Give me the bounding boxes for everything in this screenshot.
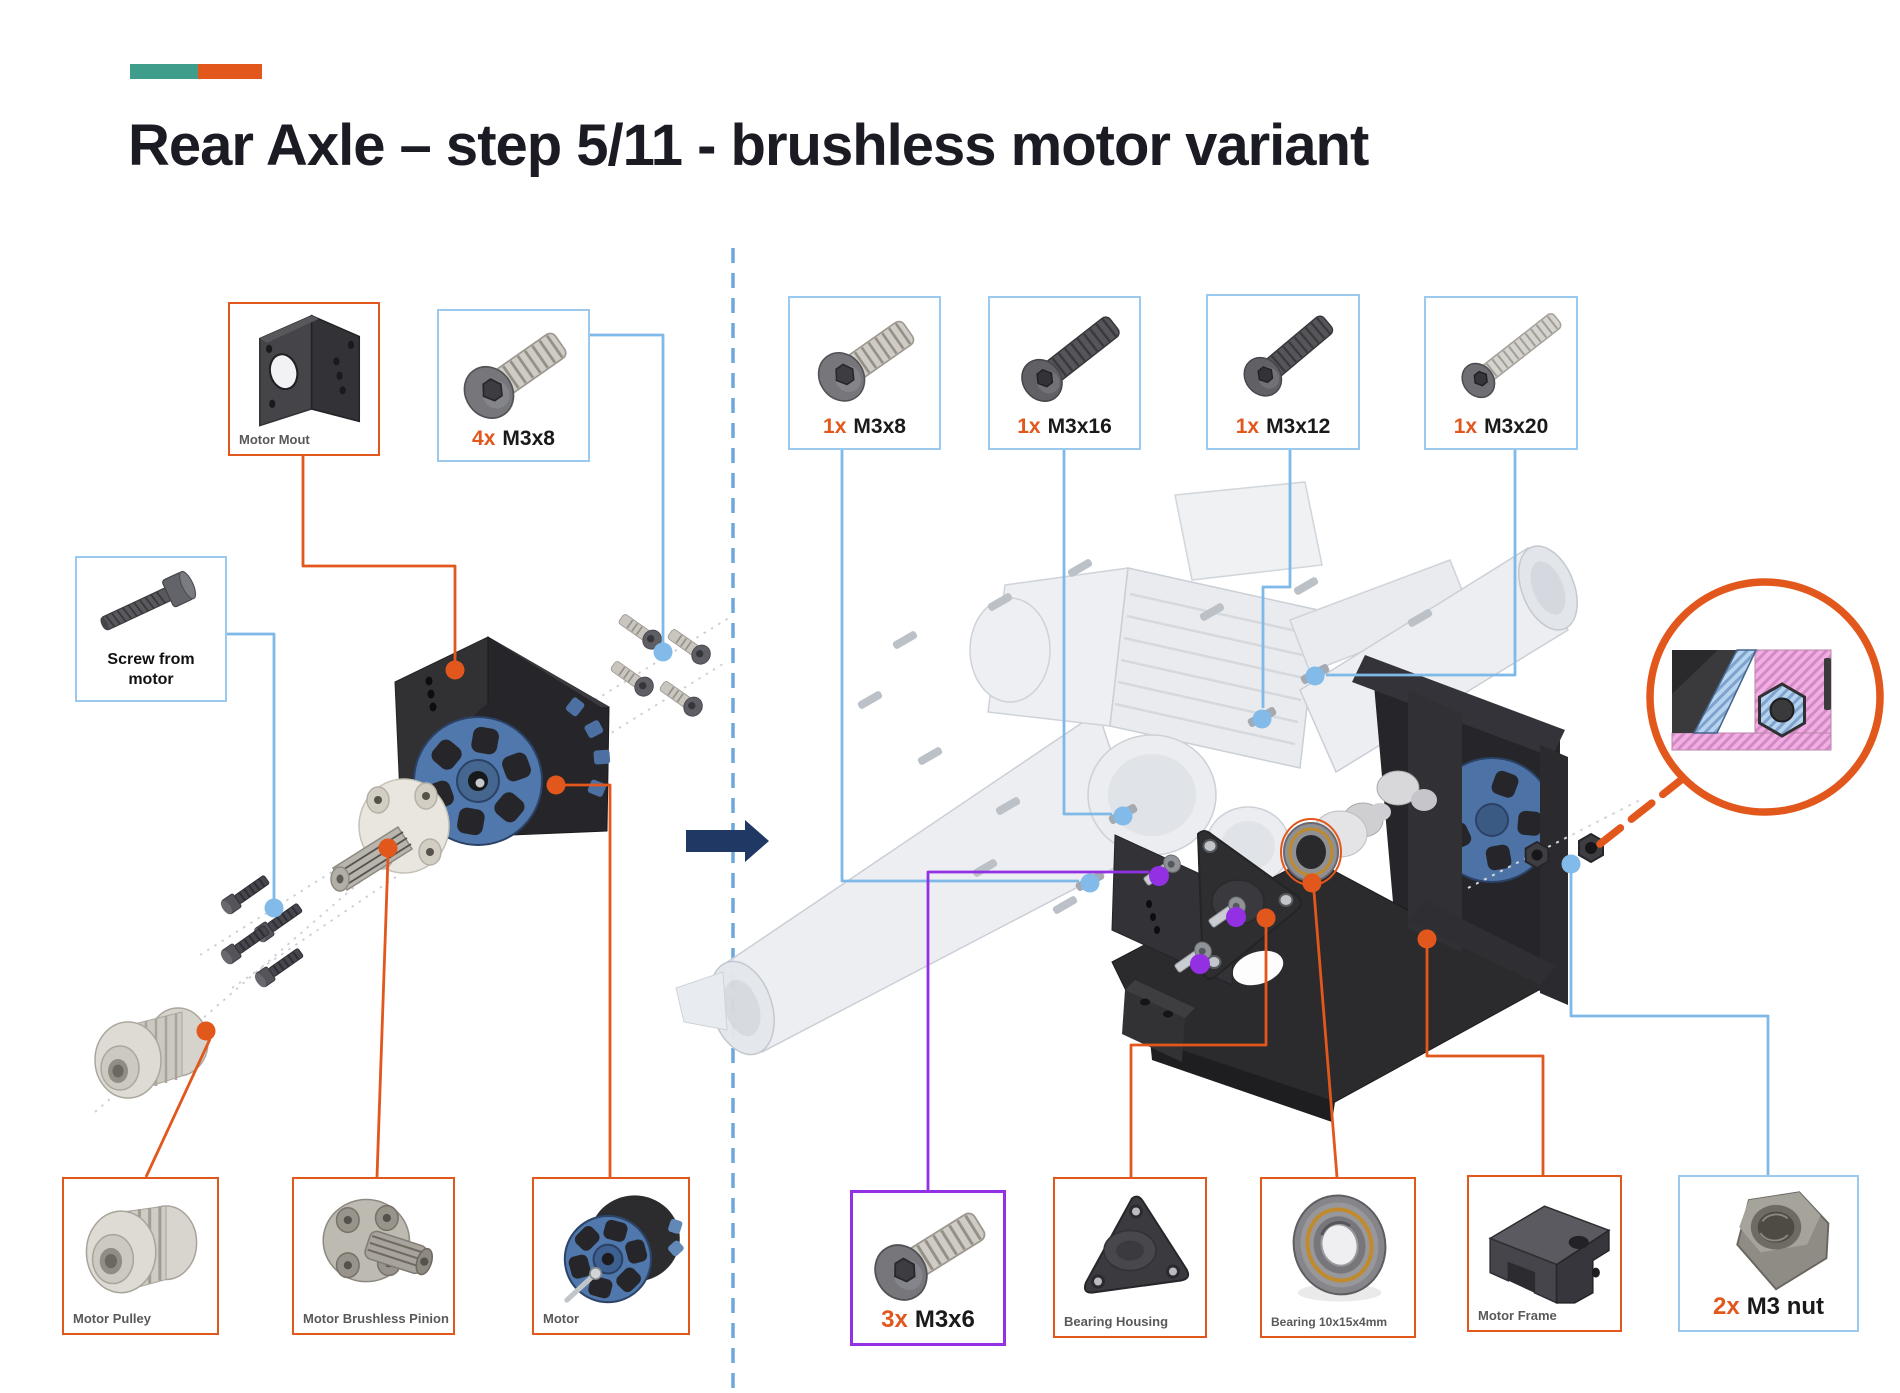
title-accent-bar <box>130 64 262 79</box>
part-size: M3x8 <box>853 415 906 438</box>
part-label: 1x M3x20 <box>1426 415 1576 439</box>
magnifier-pointer <box>1596 776 1685 848</box>
part-qty: 1x <box>1017 415 1041 438</box>
callout-connectors <box>144 333 1770 1190</box>
cross-section-view <box>1671 649 1832 751</box>
part-box-screw-from-motor: Screw from motor <box>75 556 227 702</box>
part-qty: 2x <box>1712 1293 1740 1320</box>
part-box-motor-frame: Motor Frame <box>1467 1175 1622 1332</box>
part-box-motor-pulley: Motor Pulley <box>62 1177 219 1335</box>
part-label: 1x M3x12 <box>1208 415 1358 439</box>
part-box-bearing-housing: Bearing Housing <box>1053 1177 1207 1338</box>
pulley-icon <box>84 1204 199 1295</box>
part-box-m3x16-1x: 1x M3x16 <box>988 296 1141 450</box>
part-label: Motor Pulley <box>73 1311 152 1326</box>
part-box-motor-brushless-pinion: Motor Brushless Pinion <box>292 1177 455 1335</box>
part-label: 1x M3x8 <box>790 415 939 439</box>
part-box-bearing: Bearing 10x15x4mm <box>1260 1177 1416 1338</box>
part-size: M3x6 <box>914 1306 975 1333</box>
magnifier-detail <box>1596 578 1884 848</box>
part-label: Screw from motor <box>107 651 195 688</box>
part-qty: 1x <box>1235 415 1260 438</box>
bearing-housing-icon <box>1083 1195 1190 1294</box>
pinion-icon <box>322 1198 437 1283</box>
exploded-motor-assembly <box>94 609 733 1113</box>
part-label: Motor <box>543 1311 580 1326</box>
part-size: M3x8 <box>502 427 555 450</box>
page-title: Rear Axle – step 5/11 - brushless motor … <box>128 113 1369 178</box>
part-box-motor: Motor <box>532 1177 690 1335</box>
part-label: Bearing Housing <box>1064 1314 1169 1329</box>
step-arrow-icon <box>686 820 769 862</box>
part-qty: 3x <box>881 1306 908 1333</box>
part-label: Motor Mout <box>239 432 310 447</box>
brushless-motor-icon <box>534 1179 688 1333</box>
part-label: 1x M3x16 <box>990 415 1139 439</box>
part-label: Motor Frame <box>1478 1308 1557 1323</box>
accent-teal-block <box>130 64 198 79</box>
part-qty: 1x <box>823 415 847 438</box>
part-label: Bearing 10x15x4mm <box>1271 1315 1388 1329</box>
accent-orange-block <box>198 64 262 79</box>
assembled-motor-mount <box>1111 655 1641 1122</box>
part-box-m3x20-1x: 1x M3x20 <box>1424 296 1578 450</box>
part-box-m3x8-4x: 4x M3x8 <box>437 309 590 462</box>
part-size: M3x12 <box>1266 415 1331 438</box>
part-qty: 4x <box>472 427 496 450</box>
part-size: M3x16 <box>1047 415 1112 438</box>
part-size: M3 nut <box>1746 1293 1825 1320</box>
bearing-icon <box>1281 1183 1398 1307</box>
part-box-motor-mount: Motor Mout <box>228 302 380 456</box>
magnifier-circle-icon <box>1646 578 1884 816</box>
part-label: Motor Brushless Pinion <box>303 1311 449 1326</box>
part-box-m3x12-1x: 1x M3x12 <box>1206 294 1360 450</box>
part-label: 4x M3x8 <box>439 427 588 451</box>
part-qty: 1x <box>1453 415 1478 438</box>
part-size: M3x20 <box>1484 415 1549 438</box>
part-box-m3x8-1x: 1x M3x8 <box>788 296 941 450</box>
